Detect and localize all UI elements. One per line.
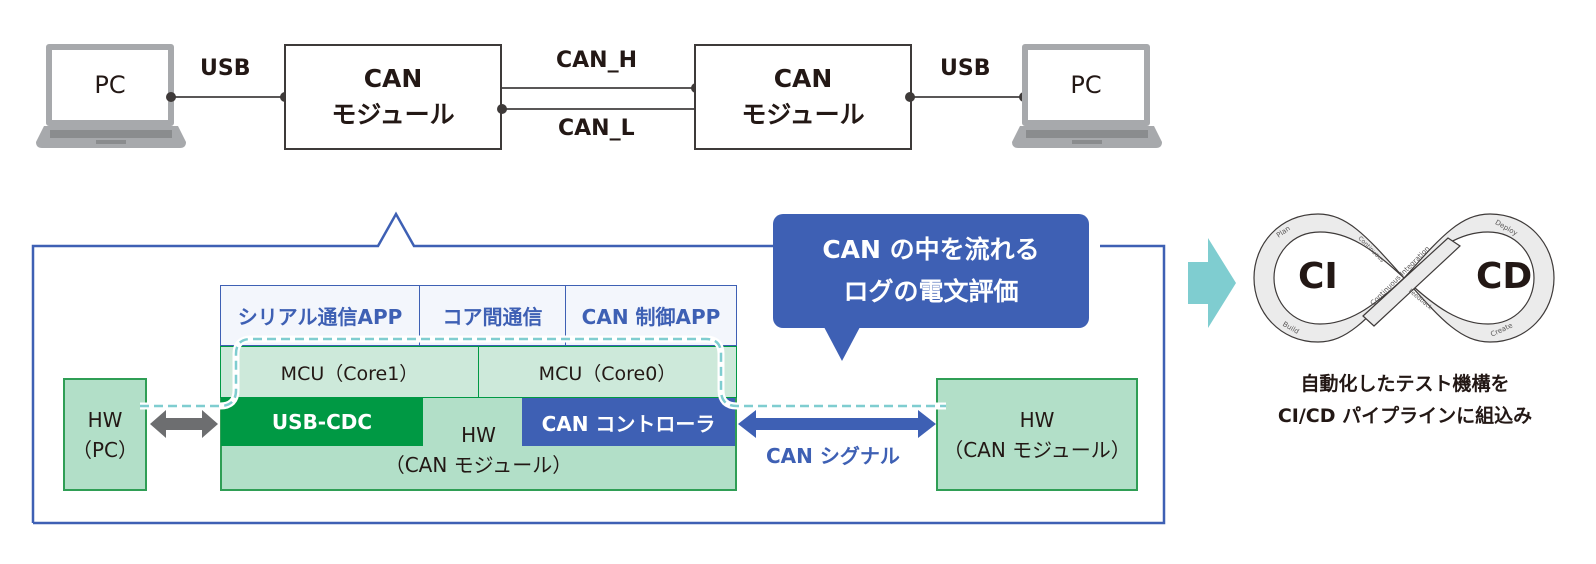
laptop-base-icon (1012, 126, 1162, 148)
cicd-infinity-loop-icon (1253, 213, 1555, 343)
right-can-module-line2: モジュール (741, 100, 865, 129)
right-can-module: CAN モジュール (694, 44, 912, 150)
callout-line2: ログの電文評価 (843, 277, 1019, 306)
mcu-core1-label: MCU（Core1） (280, 362, 419, 385)
laptop-base-icon (36, 126, 186, 148)
log-evaluation-callout: CAN の中を流れる ログの電文評価 (773, 214, 1089, 328)
can-h-label: CAN_H (556, 48, 637, 73)
left-usb-label: USB (200, 56, 251, 81)
right-pc-screen: PC (1022, 44, 1150, 126)
mcu-core0-cell: MCU（Core0） (478, 346, 737, 398)
cicd-caption-line2: CI/CD パイプラインに組込み (1277, 405, 1533, 427)
module-hw-line1: HW (461, 423, 496, 447)
connector-dot (166, 92, 176, 102)
left-can-module: CAN モジュール (284, 44, 502, 150)
cicd-caption-line1: 自動化したテスト機構を (1300, 373, 1510, 395)
cd-label: CD (1476, 256, 1533, 297)
can-signal-double-arrow-icon (738, 410, 936, 438)
remote-can-hw-block: HW （CAN モジュール） (936, 378, 1138, 491)
cicd-caption: 自動化したテスト機構を CI/CD パイプラインに組込み (1240, 368, 1570, 432)
can-h-wire (502, 87, 696, 89)
app-cell-label: コア間通信 (442, 305, 543, 329)
left-can-module-line1: CAN (363, 64, 423, 93)
left-pc-laptop-icon: PC (36, 44, 186, 152)
pc-hw-line2: （PC） (71, 437, 139, 462)
left-usb-wire (172, 96, 285, 98)
pc-hw-block: HW （PC） (63, 378, 147, 491)
mcu-core0-label: MCU（Core0） (538, 362, 677, 385)
usb-cdc-block: USB-CDC (221, 398, 423, 446)
connector-dot (497, 104, 507, 114)
remote-hw-line2: （CAN モジュール） (943, 437, 1131, 462)
callout-pointer (824, 327, 860, 361)
can-signal-label: CAN シグナル (766, 444, 900, 468)
can-controller-block: CAN コントローラ (522, 398, 735, 446)
right-pc-laptop-icon: PC (1012, 44, 1162, 152)
callout-line1: CAN の中を流れる (822, 235, 1040, 264)
left-can-module-line2: モジュール (331, 100, 455, 129)
can-controller-label: CAN コントローラ (541, 411, 716, 436)
left-pc-screen: PC (46, 44, 174, 126)
right-pc-label: PC (1070, 71, 1102, 99)
module-hw-line2: （CAN モジュール） (384, 453, 573, 477)
mcu-core1-cell: MCU（Core1） (220, 346, 479, 398)
connector-dot (905, 92, 915, 102)
teal-right-arrow-icon (1188, 238, 1236, 328)
app-cell-label: シリアル通信APP (237, 305, 403, 329)
usb-cdc-label: USB-CDC (271, 410, 373, 434)
module-hw-text: HW （CAN モジュール） (220, 420, 737, 480)
right-usb-label: USB (940, 56, 991, 81)
right-can-module-line1: CAN (773, 64, 833, 93)
usb-double-arrow-icon (150, 410, 218, 438)
remote-hw-line1: HW (1019, 407, 1055, 432)
right-usb-wire (910, 96, 1026, 98)
can-l-label: CAN_L (558, 116, 635, 141)
ci-label: CI (1298, 256, 1338, 297)
app-cell-label: CAN 制御APP (581, 305, 721, 329)
can-l-wire (502, 108, 696, 110)
pc-hw-line1: HW (87, 407, 123, 432)
left-pc-label: PC (94, 71, 126, 99)
